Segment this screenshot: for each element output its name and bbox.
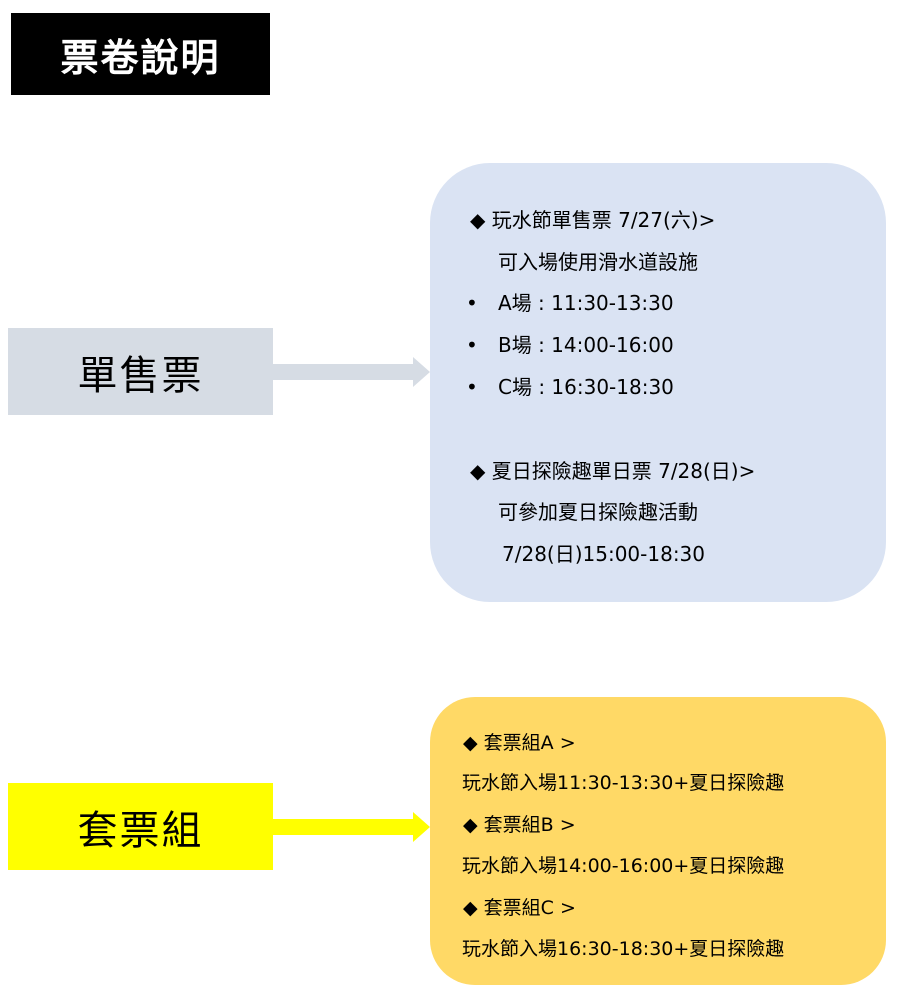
combo-a-desc: 玩水節入場11:30-13:30+夏日探險趣: [462, 772, 785, 794]
combo-a-heading: ◆ 套票組A >: [463, 732, 576, 754]
bullet: •: [466, 333, 478, 357]
page-title: 票卷說明: [11, 13, 270, 95]
single-ticket-arrow: [273, 357, 430, 387]
combo-c-heading: ◆ 套票組C >: [463, 897, 576, 919]
session-a: A場 : 11:30-13:30: [498, 291, 674, 315]
combo-ticket-label: 套票組: [8, 783, 273, 870]
combo-b-heading: ◆ 套票組B >: [463, 814, 576, 836]
combo-b-desc: 玩水節入場14:00-16:00+夏日探險趣: [462, 855, 785, 877]
combo-c-desc: 玩水節入場16:30-18:30+夏日探險趣: [462, 938, 785, 960]
adventure-ticket-time: 7/28(日)15:00-18:30: [502, 542, 706, 566]
bullet: •: [466, 291, 478, 315]
single-ticket-label: 單售票: [8, 328, 273, 415]
bullet: •: [466, 375, 478, 399]
combo-ticket-panel: ◆ 套票組A > 玩水節入場11:30-13:30+夏日探險趣 ◆ 套票組B >…: [430, 697, 886, 985]
session-c: C場 : 16:30-18:30: [498, 375, 674, 399]
combo-ticket-arrow: [273, 812, 430, 842]
single-ticket-desc: 可入場使用滑水道設施: [498, 250, 698, 274]
single-ticket-heading: ◆ 玩水節單售票 7/27(六)>: [470, 208, 716, 232]
session-b: B場 : 14:00-16:00: [498, 333, 674, 357]
single-ticket-panel: ◆ 玩水節單售票 7/27(六)> 可入場使用滑水道設施 • A場 : 11:3…: [430, 163, 886, 602]
adventure-ticket-desc: 可參加夏日探險趣活動: [498, 500, 698, 524]
adventure-ticket-heading: ◆ 夏日探險趣單日票 7/28(日)>: [470, 459, 756, 483]
